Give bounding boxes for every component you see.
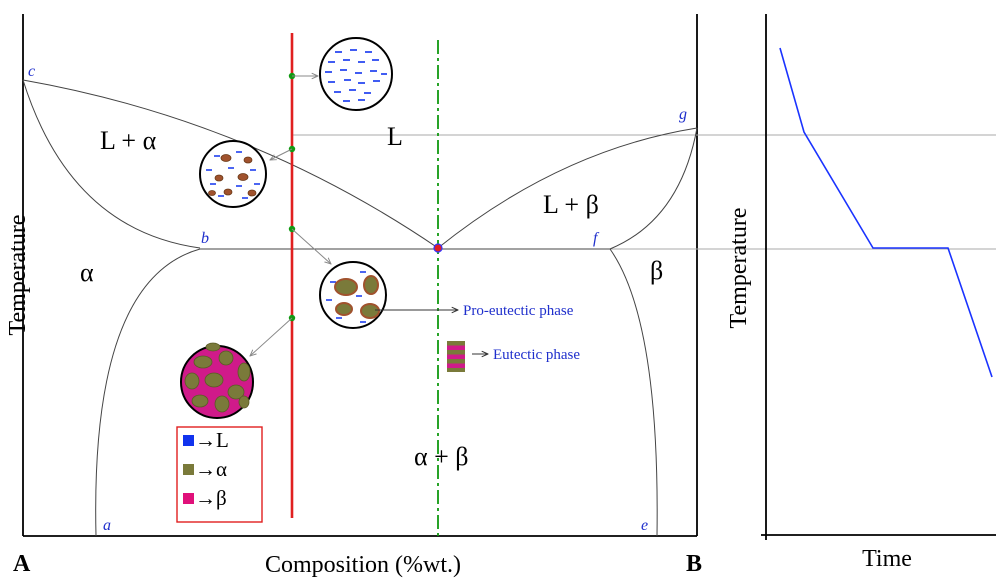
point-g: g (679, 106, 687, 123)
region-l-beta: L + β (543, 190, 599, 219)
region-l-alpha: L + α (100, 126, 157, 155)
corner-label-b: B (686, 551, 702, 577)
arrow-to-micro-2 (270, 148, 293, 160)
solvus-left (95, 248, 201, 537)
microstructure-l-alpha (199, 140, 267, 208)
region-liquid: L (387, 122, 403, 151)
arrow-to-micro-3 (291, 228, 331, 264)
cooling-curve-plot: Temperature Time (726, 14, 996, 572)
point-c: c (28, 63, 35, 80)
microstructure-alpha-beta (180, 342, 254, 419)
cooling-curve-line (779, 47, 993, 378)
point-b: b (201, 230, 209, 247)
corner-label-a: A (13, 551, 31, 577)
region-beta: β (650, 256, 663, 285)
microstructure-liquid (319, 37, 393, 111)
phase-diagram: Pro-eutectic phase Eutectic phase L L + … (5, 14, 996, 578)
point-a: a (103, 517, 111, 534)
phase-diagram-x-label: Composition (%wt.) (265, 552, 461, 578)
solidus-left (22, 79, 201, 249)
legend-swatch-alpha (183, 464, 194, 475)
point-f: f (593, 230, 600, 247)
eutectic-point (433, 243, 443, 253)
pro-eutectic-label: Pro-eutectic phase (463, 303, 574, 319)
region-alpha-beta: α + β (414, 442, 469, 471)
arrow-to-micro-4 (250, 317, 293, 356)
legend-swatch-beta (183, 493, 194, 504)
eutectic-lamellae-icon (447, 341, 465, 372)
legend-swatch-liquid (183, 435, 194, 446)
liquidus-right (437, 127, 698, 249)
legend-label-alpha: →α (195, 457, 227, 481)
microstructure-pro-eutectic (319, 261, 387, 329)
point-e: e (641, 517, 648, 534)
legend-label-beta: →β (195, 486, 227, 510)
eutectic-label: Eutectic phase (493, 347, 580, 363)
solidus-right (609, 127, 698, 250)
solvus-right (609, 248, 658, 537)
phase-diagram-y-label: Temperature (5, 215, 31, 336)
legend-label-liquid: →L (195, 428, 229, 452)
region-alpha: α (80, 258, 94, 287)
phase-legend: →L →α →β (176, 426, 263, 523)
cooling-y-label: Temperature (726, 208, 752, 329)
cooling-x-label: Time (862, 546, 912, 572)
